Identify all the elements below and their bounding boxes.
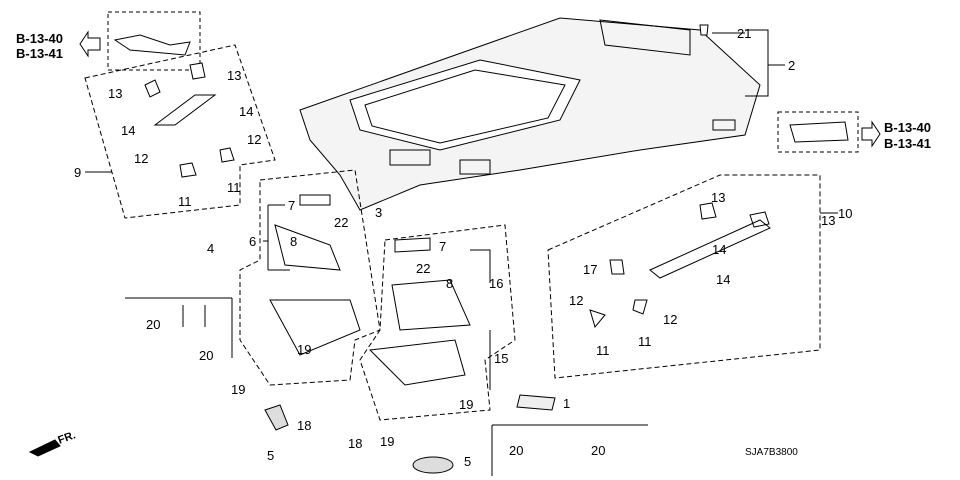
- callout-22: 22: [416, 261, 431, 276]
- right-ref-box: [777, 111, 859, 153]
- callout-2: 2: [788, 58, 796, 73]
- callout-1: 1: [563, 396, 571, 411]
- callout-19: 19: [459, 397, 474, 412]
- callout-3: 3: [375, 205, 383, 220]
- callout-20: 20: [591, 443, 606, 458]
- callout-13: 13: [711, 190, 726, 205]
- callout-7: 7: [439, 239, 447, 254]
- callout-21: 21: [737, 26, 752, 41]
- callout-9: 9: [74, 165, 82, 180]
- callout-12: 12: [247, 132, 262, 147]
- ref-label-left-1[interactable]: B-13-40: [16, 31, 63, 46]
- callout-16: 16: [489, 276, 504, 291]
- callout-6: 6: [249, 234, 257, 249]
- group-10-box: [547, 174, 821, 379]
- callout-11: 11: [596, 343, 610, 358]
- callout-11: 11: [178, 194, 192, 209]
- part-5-bracket: [264, 404, 289, 431]
- callout-4: 4: [207, 241, 215, 256]
- callout-5: 5: [267, 448, 275, 463]
- callout-11: 11: [638, 334, 652, 349]
- callout-13: 13: [108, 86, 123, 101]
- callout-18: 18: [348, 436, 363, 451]
- right-ref-arrow: [861, 120, 881, 148]
- callout-12: 12: [134, 151, 149, 166]
- ref-label-right-2[interactable]: B-13-41: [884, 136, 931, 151]
- callout-17: 17: [583, 262, 598, 277]
- front-arrow: [28, 439, 61, 457]
- callout-10: 10: [838, 206, 853, 221]
- part-1: [516, 394, 556, 411]
- callout-22: 22: [334, 215, 349, 230]
- callout-19: 19: [231, 382, 246, 397]
- diagram-code: SJA7B3800: [745, 447, 798, 458]
- callout-19: 19: [380, 434, 395, 449]
- callout-19: 19: [297, 342, 312, 357]
- callout-12: 12: [569, 293, 584, 308]
- callout-13: 13: [227, 68, 242, 83]
- callout-8: 8: [446, 276, 454, 291]
- part-5-ring: [412, 456, 454, 474]
- callout-20: 20: [509, 443, 524, 458]
- callout-20: 20: [199, 348, 214, 363]
- ref-label-right-1[interactable]: B-13-40: [884, 120, 931, 135]
- callout-18: 18: [297, 418, 312, 433]
- callout-11: 11: [227, 180, 241, 195]
- clip-21: [699, 24, 709, 36]
- left-ref-arrow: [79, 30, 101, 58]
- callout-5: 5: [464, 454, 472, 469]
- callout-14: 14: [712, 242, 727, 257]
- callout-8: 8: [290, 234, 298, 249]
- group-15-box: [359, 224, 516, 421]
- callout-20: 20: [146, 317, 161, 332]
- callout-12: 12: [663, 312, 678, 327]
- ref-label-left-2[interactable]: B-13-41: [16, 46, 63, 61]
- callout-14: 14: [121, 123, 136, 138]
- callout-15: 15: [494, 351, 509, 366]
- callout-13: 13: [821, 213, 836, 228]
- callout-14: 14: [716, 272, 731, 287]
- callout-7: 7: [288, 198, 296, 213]
- group-9-box: [84, 44, 276, 219]
- group-4-box: [239, 169, 381, 386]
- callout-14: 14: [239, 104, 254, 119]
